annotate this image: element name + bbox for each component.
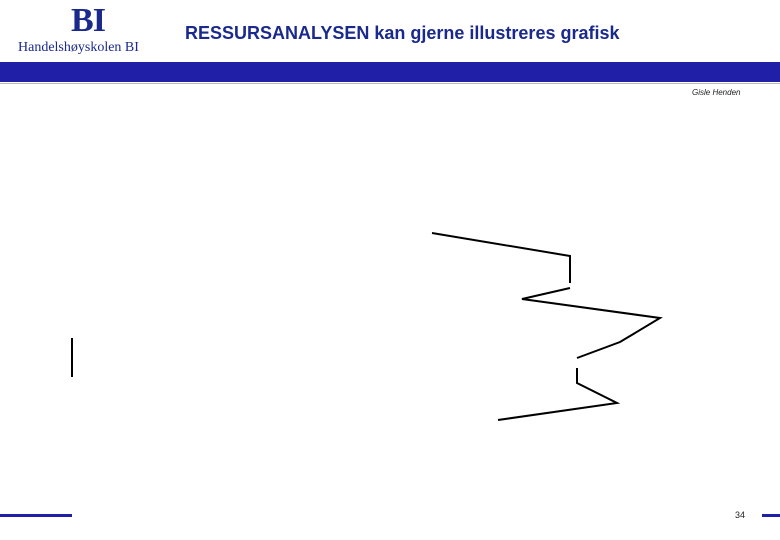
footer-bar-right bbox=[762, 514, 780, 517]
footer-bar-left bbox=[0, 514, 72, 517]
zigzag-line-3 bbox=[497, 368, 621, 421]
page-number: 34 bbox=[735, 510, 746, 520]
author-label: Gisle Henden bbox=[692, 88, 741, 97]
header-band bbox=[0, 62, 780, 82]
slide-title: RESSURSANALYSEN kan gjerne illustreres g… bbox=[185, 23, 620, 43]
school-logo: BI Handelshøyskolen BI bbox=[18, 2, 143, 56]
logo-mark: BI bbox=[71, 2, 106, 39]
header-divider bbox=[0, 83, 780, 84]
zigzag-line-1 bbox=[431, 232, 571, 283]
zigzag-line-2 bbox=[521, 287, 663, 359]
logo-text: Handelshøyskolen BI bbox=[18, 40, 139, 55]
